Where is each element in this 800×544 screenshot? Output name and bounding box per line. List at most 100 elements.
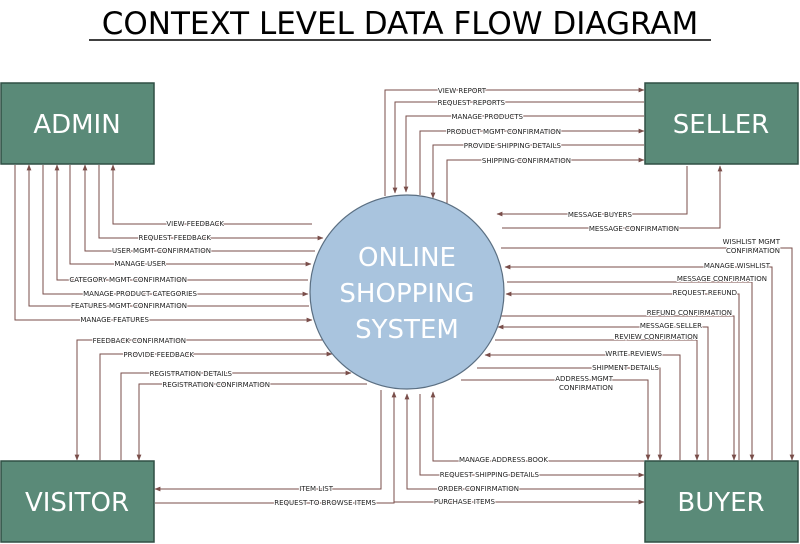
flow-arrow xyxy=(484,352,681,460)
flow-label: SHIPMENT DETAILS xyxy=(592,364,659,372)
flow-label: PRODUCT MGMT CONFIRMATION xyxy=(447,128,561,136)
flow-buyer-message-seller: MESSAGE SELLER xyxy=(497,321,709,460)
flow-seller-message-buyers: MESSAGE BUYERS xyxy=(496,166,688,220)
flow-label: MANAGE ADDRESS BOOK xyxy=(459,456,548,464)
flow-label: VIEW FEEDBACK xyxy=(166,220,224,228)
flow-label: REQUEST TO BROWSE ITEMS xyxy=(274,499,376,507)
flow-label: SHIPPING CONFIRMATION xyxy=(482,157,571,165)
flow-arrow xyxy=(74,339,323,461)
flow-arrow xyxy=(98,165,324,241)
flow-arrow xyxy=(461,379,651,461)
flow-label: ORDER CONFIRMATION xyxy=(438,485,519,493)
flow-arrow xyxy=(82,164,315,252)
flow-label: REGISTRATION DETAILS xyxy=(150,370,233,378)
flow-arrow xyxy=(404,393,644,490)
process-circle xyxy=(309,194,505,390)
flow-label: PROVIDE SHIPPING DETAILS xyxy=(464,142,562,150)
flow-label: REQUEST SHIPPING DETAILS xyxy=(440,471,540,479)
flow-admin-manage-user: MANAGE USER xyxy=(69,165,312,269)
entity-seller-label: SELLER xyxy=(673,110,769,140)
flow-seller-provide-shipping-details: PROVIDE SHIPPING DETAILS xyxy=(430,141,644,199)
flow-arrow xyxy=(69,165,312,267)
flow-arrow xyxy=(26,164,309,307)
process-label-line-2: SHOPPING xyxy=(339,279,474,309)
flow-label: REQUEST REFUND xyxy=(673,289,737,297)
process-label-line-3: SYSTEM xyxy=(355,315,459,345)
flow-visitor-feedback-confirmation: FEEDBACK CONFIRMATION xyxy=(74,336,323,461)
flow-label: REQUEST REPORTS xyxy=(438,99,506,107)
flow-arrow xyxy=(110,164,312,225)
flow-arrow xyxy=(502,165,723,229)
flow-label: MESSAGE SELLER xyxy=(640,322,702,330)
data-flows: VIEW REPORT REQUEST REPORTS MANAGE PRODUCT… xyxy=(14,86,795,508)
flow-admin-request-feedback: REQUEST FEEDBACK xyxy=(98,165,324,243)
flow-arrow xyxy=(505,291,740,460)
flow-seller-message-confirmation: MESSAGE CONFIRMATION xyxy=(502,165,723,234)
flow-arrow xyxy=(504,264,773,460)
entity-seller: SELLER xyxy=(644,82,799,165)
entity-admin-label: ADMIN xyxy=(33,110,120,140)
flow-label: CONFIRMATION xyxy=(559,384,613,392)
flow-label: FEATURES MGMT CONFIRMATION xyxy=(71,302,187,310)
flow-arrow xyxy=(495,339,700,461)
flow-buyer-write-reviews: WRITE REVIEWS xyxy=(484,349,681,460)
flow-admin-manage-product-categories: MANAGE PRODUCT CATEGORIES xyxy=(42,165,309,299)
flow-arrow xyxy=(54,164,308,281)
flow-arrow xyxy=(446,157,645,205)
flow-seller-view-report: VIEW REPORT xyxy=(384,86,645,196)
flow-buyer-shipment-details: SHIPMENT DETAILS xyxy=(477,363,663,461)
flow-visitor-provide-feedback: PROVIDE FEEDBACK xyxy=(99,350,333,460)
flow-arrow xyxy=(136,383,367,461)
flow-arrow xyxy=(430,144,644,199)
flow-buyer-manage-address-book: MANAGE ADDRESS BOOK xyxy=(430,391,644,465)
flow-arrow xyxy=(419,128,645,195)
flow-buyer-refund-confirmation: REFUND CONFIRMATION xyxy=(501,308,737,461)
flow-label: MESSAGE CONFIRMATION xyxy=(677,275,767,283)
flow-arrow xyxy=(154,390,382,492)
flow-label: REFUND CONFIRMATION xyxy=(647,309,732,317)
flow-admin-features-mgmt-confirmation: FEATURES MGMT CONFIRMATION xyxy=(26,164,309,311)
flow-arrow xyxy=(392,101,644,194)
flow-seller-request-reports: REQUEST REPORTS xyxy=(392,98,644,194)
entity-buyer-box xyxy=(644,460,799,543)
process-online-shopping-system: ONLINE SHOPPING SYSTEM xyxy=(309,194,505,390)
flow-label: USER MGMT CONFIRMATION xyxy=(112,247,211,255)
flow-arrow xyxy=(501,247,795,461)
entity-visitor-box xyxy=(0,460,155,543)
flow-label: VIEW REPORT xyxy=(438,87,487,95)
flow-label: REGISTRATION CONFIRMATION xyxy=(162,381,270,389)
entity-buyer-label: BUYER xyxy=(677,488,764,518)
flow-arrow xyxy=(155,391,397,504)
entity-buyer: BUYER xyxy=(644,460,799,543)
flow-label: WRITE REVIEWS xyxy=(605,350,662,358)
flow-label: ADDRESS MGMT xyxy=(555,375,613,383)
flow-visitor-registration-details: REGISTRATION DETAILS xyxy=(120,369,352,460)
flow-arrow xyxy=(393,392,645,505)
flow-label: MANAGE WISHLIST xyxy=(704,262,771,270)
flow-label: REVIEW CONFIRMATION xyxy=(614,333,698,341)
flow-arrow xyxy=(403,115,644,193)
flow-label: REQUEST FEEDBACK xyxy=(139,234,212,242)
flow-label: MESSAGE CONFIRMATION xyxy=(589,225,679,233)
flow-label: PROVIDE FEEDBACK xyxy=(123,351,194,359)
flow-seller-product-mgmt-confirmation: PRODUCT MGMT CONFIRMATION xyxy=(419,127,645,195)
entity-visitor: VISITOR xyxy=(0,460,155,543)
flow-admin-manage-features: MANAGE FEATURES xyxy=(14,165,313,325)
flow-arrow xyxy=(507,281,755,461)
flow-arrow xyxy=(430,391,644,462)
flow-seller-manage-products: MANAGE PRODUCTS xyxy=(403,112,644,193)
flow-label: MANAGE PRODUCTS xyxy=(451,113,523,121)
flow-label: FEEDBACK CONFIRMATION xyxy=(93,337,186,345)
flow-label: MANAGE FEATURES xyxy=(80,316,149,324)
flow-buyer-manage-wishlist: MANAGE WISHLIST xyxy=(504,261,773,460)
entity-visitor-label: VISITOR xyxy=(25,488,129,518)
flow-arrow xyxy=(42,165,309,297)
flow-label: CONFIRMATION xyxy=(726,247,780,255)
flow-buyer-request-shipping-details: REQUEST SHIPPING DETAILS xyxy=(419,394,645,480)
flow-arrow xyxy=(496,166,688,217)
entity-admin-box xyxy=(0,82,155,165)
flow-buyer-order-confirmation: ORDER CONFIRMATION xyxy=(404,393,644,494)
